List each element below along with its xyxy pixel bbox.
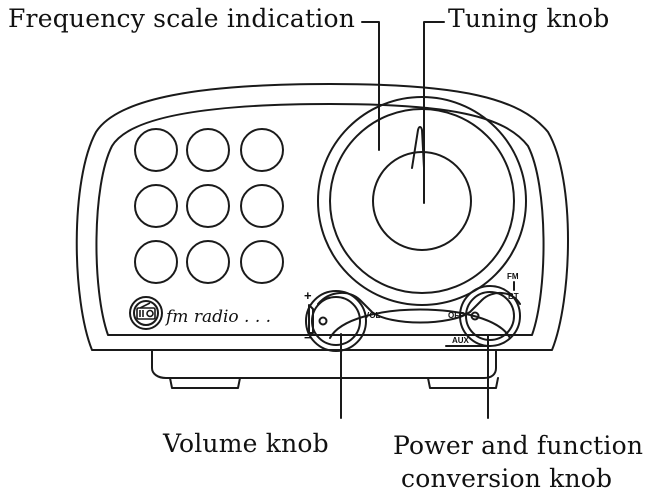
volume-knob-ring xyxy=(305,290,367,352)
dial-frequency-scale xyxy=(329,108,515,294)
left-foot xyxy=(169,377,241,389)
radio-icon xyxy=(136,302,156,320)
speaker-hole xyxy=(240,240,284,284)
aux-label: AUX xyxy=(452,336,470,345)
callout-power-knob: Power and function conversion knob xyxy=(393,429,643,495)
volume-level-glyph xyxy=(308,304,314,334)
logo-text: fm radio . . . xyxy=(164,307,271,327)
callout-power-line1: Power and function xyxy=(393,431,644,460)
volume-plus-label: + xyxy=(304,288,312,303)
control-panel xyxy=(317,292,521,324)
dial-outer-ring xyxy=(317,96,527,306)
leader-frequency-scale xyxy=(361,21,380,151)
vol-label: VOL xyxy=(364,311,381,320)
power-indicator-dot xyxy=(470,311,480,321)
callout-tuning-knob: Tuning knob xyxy=(448,4,610,33)
callout-power-line2: conversion knob xyxy=(401,464,613,493)
speaker-grille xyxy=(134,128,284,284)
callout-volume-knob: Volume knob xyxy=(163,429,329,458)
callout-frequency-scale: Frequency scale indication xyxy=(8,4,356,33)
speaker-hole xyxy=(186,128,230,172)
radio-body-inner xyxy=(95,103,545,336)
speaker-hole xyxy=(186,184,230,228)
speaker-hole xyxy=(134,184,178,228)
speaker-hole xyxy=(134,240,178,284)
speaker-hole xyxy=(240,184,284,228)
leader-tuning-knob xyxy=(423,21,445,204)
radio-body-outer xyxy=(75,83,569,351)
right-foot xyxy=(427,377,499,389)
fm-label: FM xyxy=(507,272,519,281)
speaker-hole xyxy=(240,128,284,172)
tuning-pointer xyxy=(411,126,425,169)
control-panel-lower-arc xyxy=(329,308,511,339)
speaker-hole xyxy=(134,128,178,172)
logo-badge xyxy=(129,296,163,330)
volume-indicator-dot xyxy=(318,316,328,326)
off-label: OFF xyxy=(448,311,464,320)
volume-minus-label: − xyxy=(304,330,312,345)
bt-label: BT xyxy=(508,292,519,301)
radio-base xyxy=(151,349,497,379)
logo-badge-inner xyxy=(133,300,159,326)
power-knob-ring xyxy=(459,285,521,347)
speaker-hole xyxy=(186,240,230,284)
tuning-knob-body xyxy=(372,151,472,251)
power-knob xyxy=(465,291,515,341)
